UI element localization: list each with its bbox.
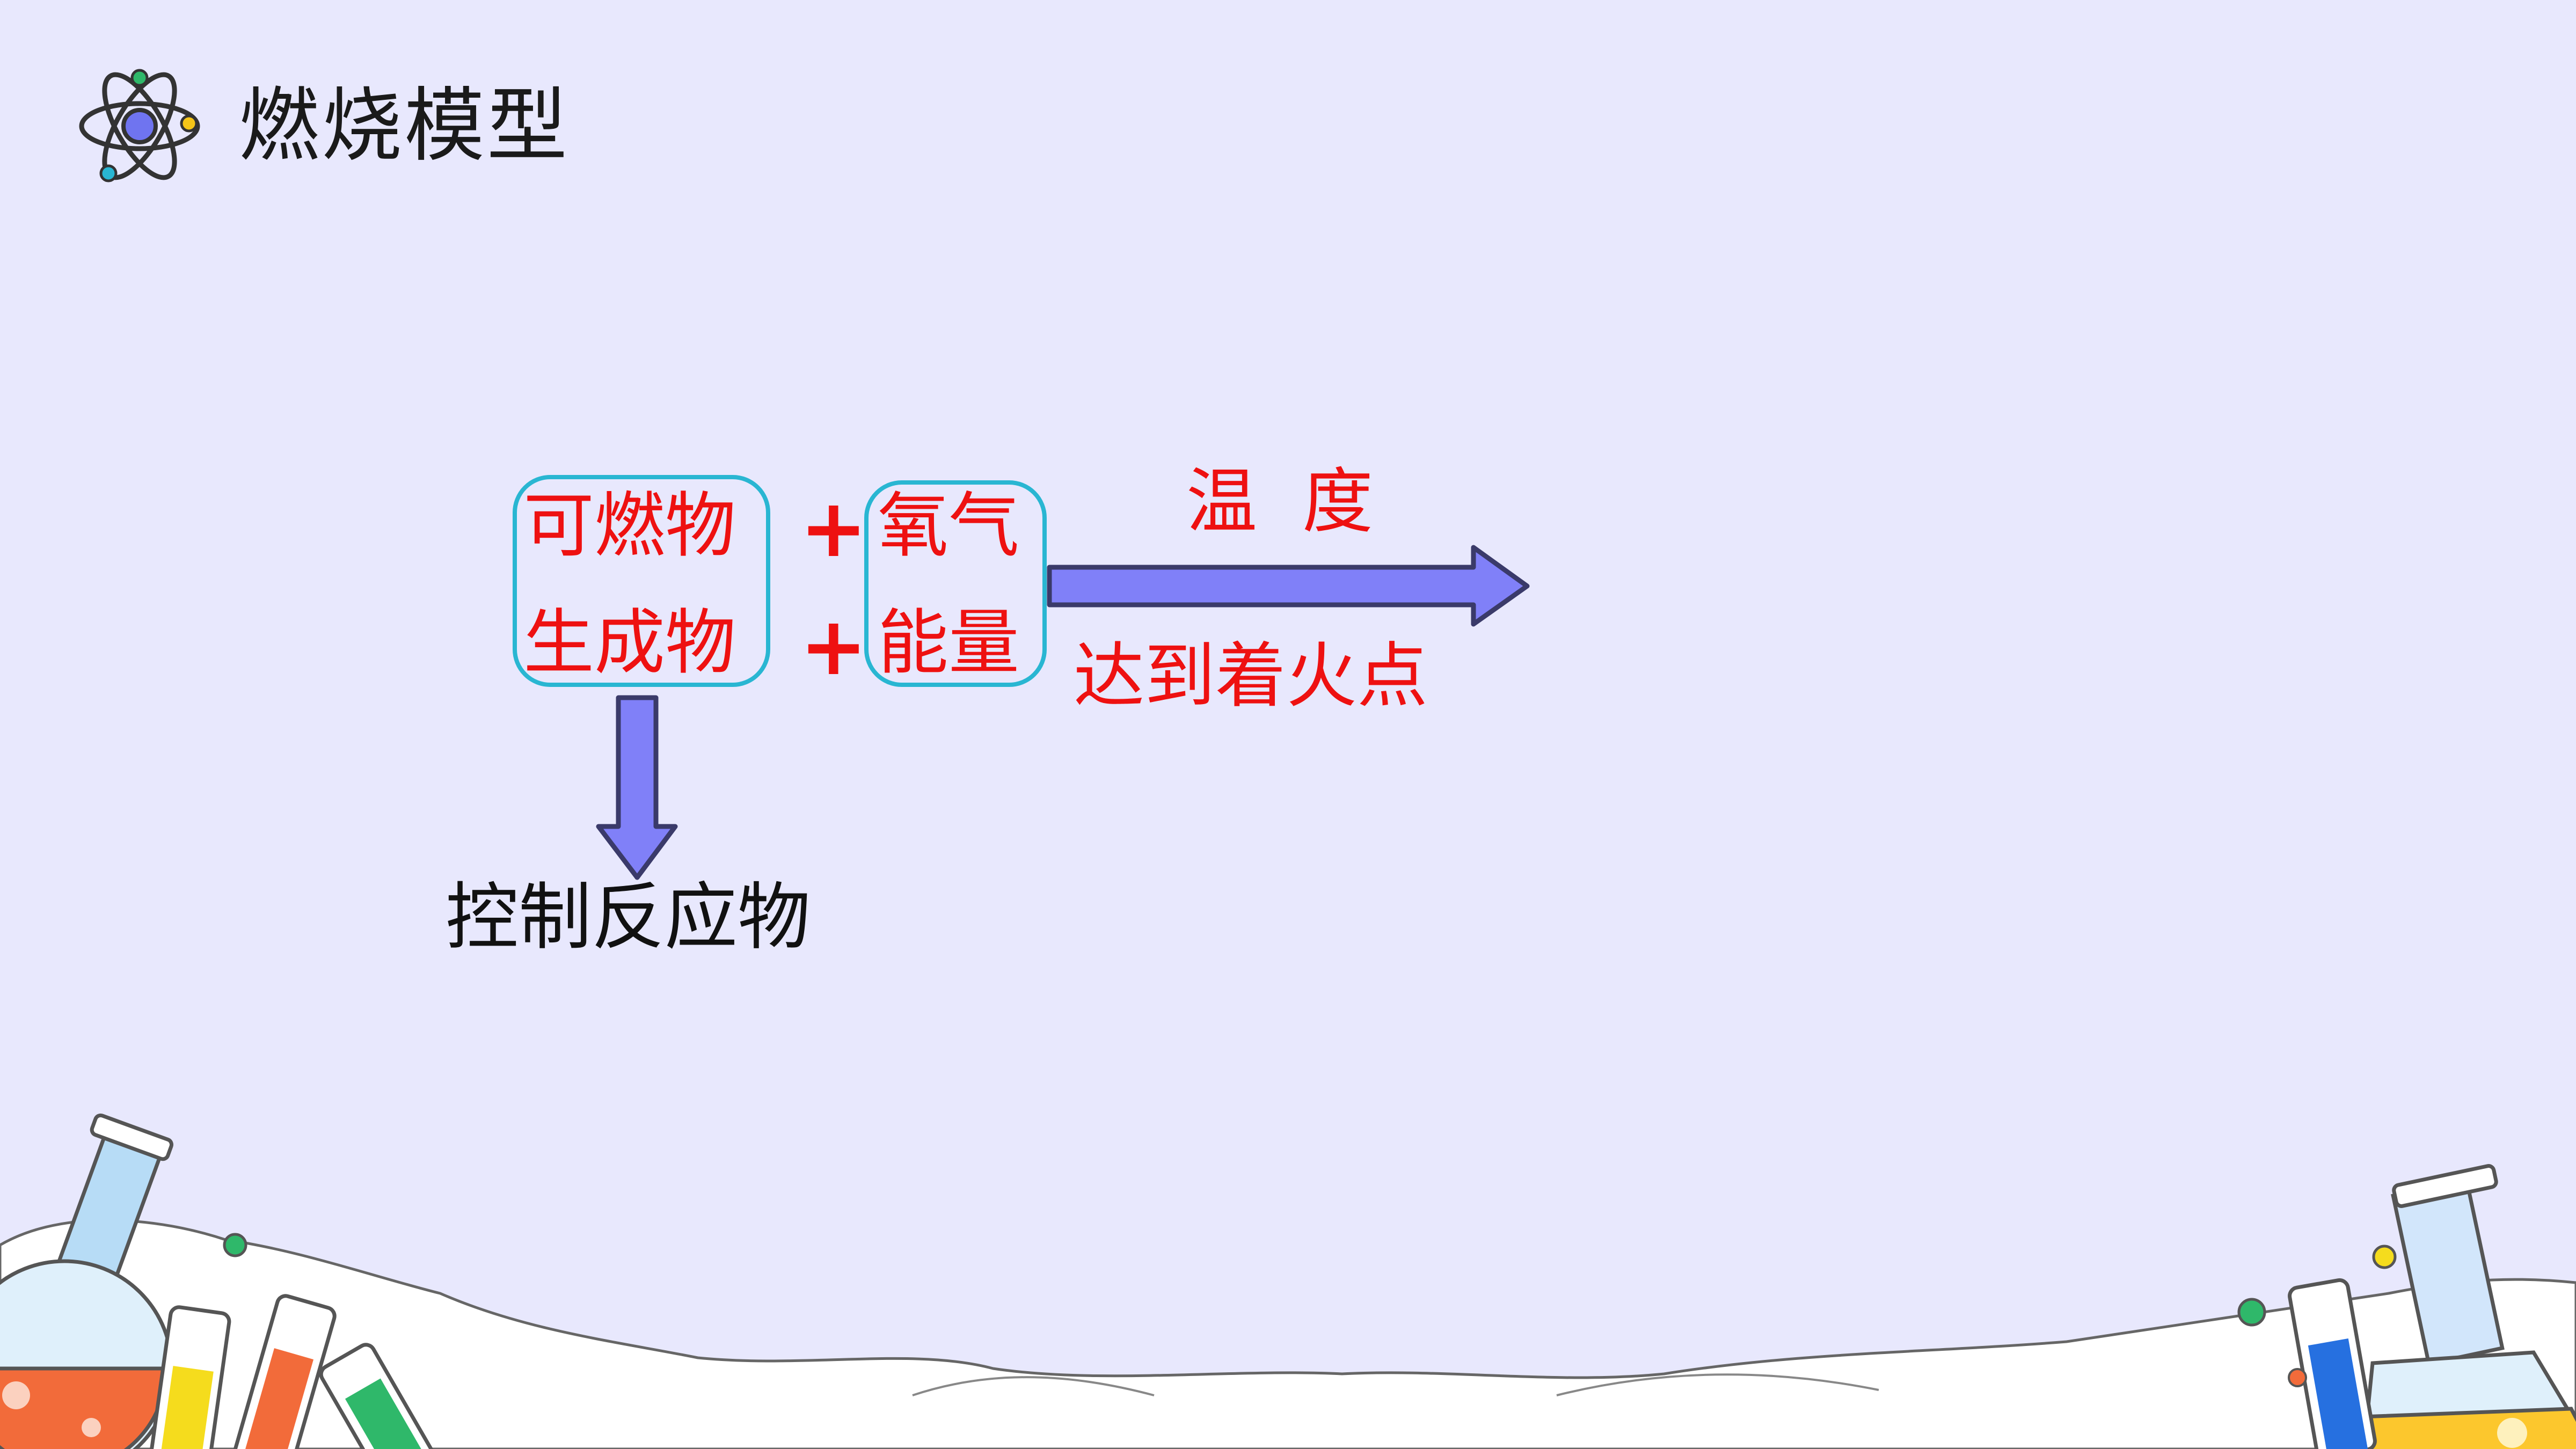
plus-sign-top: +: [800, 482, 867, 575]
ignition-label: 达到着火点: [1074, 635, 1428, 718]
plus-sign-bottom: +: [800, 600, 867, 693]
bottom-decoration: [0, 1113, 2576, 1449]
reactant-product-box: [513, 475, 770, 687]
temperature-label: 温 度: [1186, 460, 1373, 543]
atom-icon: [79, 69, 200, 182]
energy-label: 能量: [878, 602, 1019, 684]
fuel-label: 可燃物: [523, 485, 736, 567]
control-reactants-label: 控制反应物: [446, 875, 811, 960]
right-arrow: [1047, 545, 1530, 627]
test-tubes-right: [2288, 1278, 2377, 1449]
test-tubes-left: [148, 1294, 438, 1449]
oxygen-label: 氧气: [878, 485, 1019, 567]
page-title: 燃烧模型: [239, 79, 570, 173]
down-arrow: [596, 695, 678, 880]
round-flask-left: [0, 1113, 174, 1449]
conical-flask-right: [2360, 1164, 2576, 1449]
product-label: 生成物: [523, 602, 736, 684]
oxygen-energy-box: [864, 480, 1047, 687]
